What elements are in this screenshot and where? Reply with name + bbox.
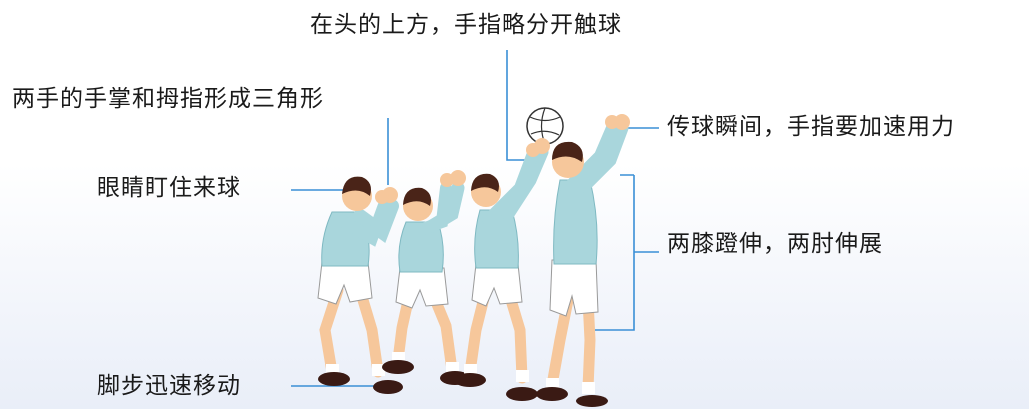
annotation-knees-elbows: 两膝蹬伸，两肘伸展 bbox=[667, 231, 883, 257]
player-4 bbox=[536, 114, 630, 407]
leader-line-top bbox=[506, 50, 530, 161]
leader-line-knees-bracket bbox=[595, 174, 659, 331]
annotation-pass-moment: 传球瞬间，手指要加速用力 bbox=[667, 114, 955, 140]
annotation-eyes: 眼睛盯住来球 bbox=[97, 175, 241, 201]
annotation-hand-triangle: 两手的手掌和拇指形成三角形 bbox=[12, 86, 324, 112]
player-3 bbox=[454, 138, 550, 401]
annotation-top: 在头的上方，手指略分开触球 bbox=[310, 12, 622, 38]
leader-lines bbox=[291, 50, 659, 387]
annotation-feet: 脚步迅速移动 bbox=[97, 373, 241, 399]
player-1 bbox=[317, 176, 403, 394]
